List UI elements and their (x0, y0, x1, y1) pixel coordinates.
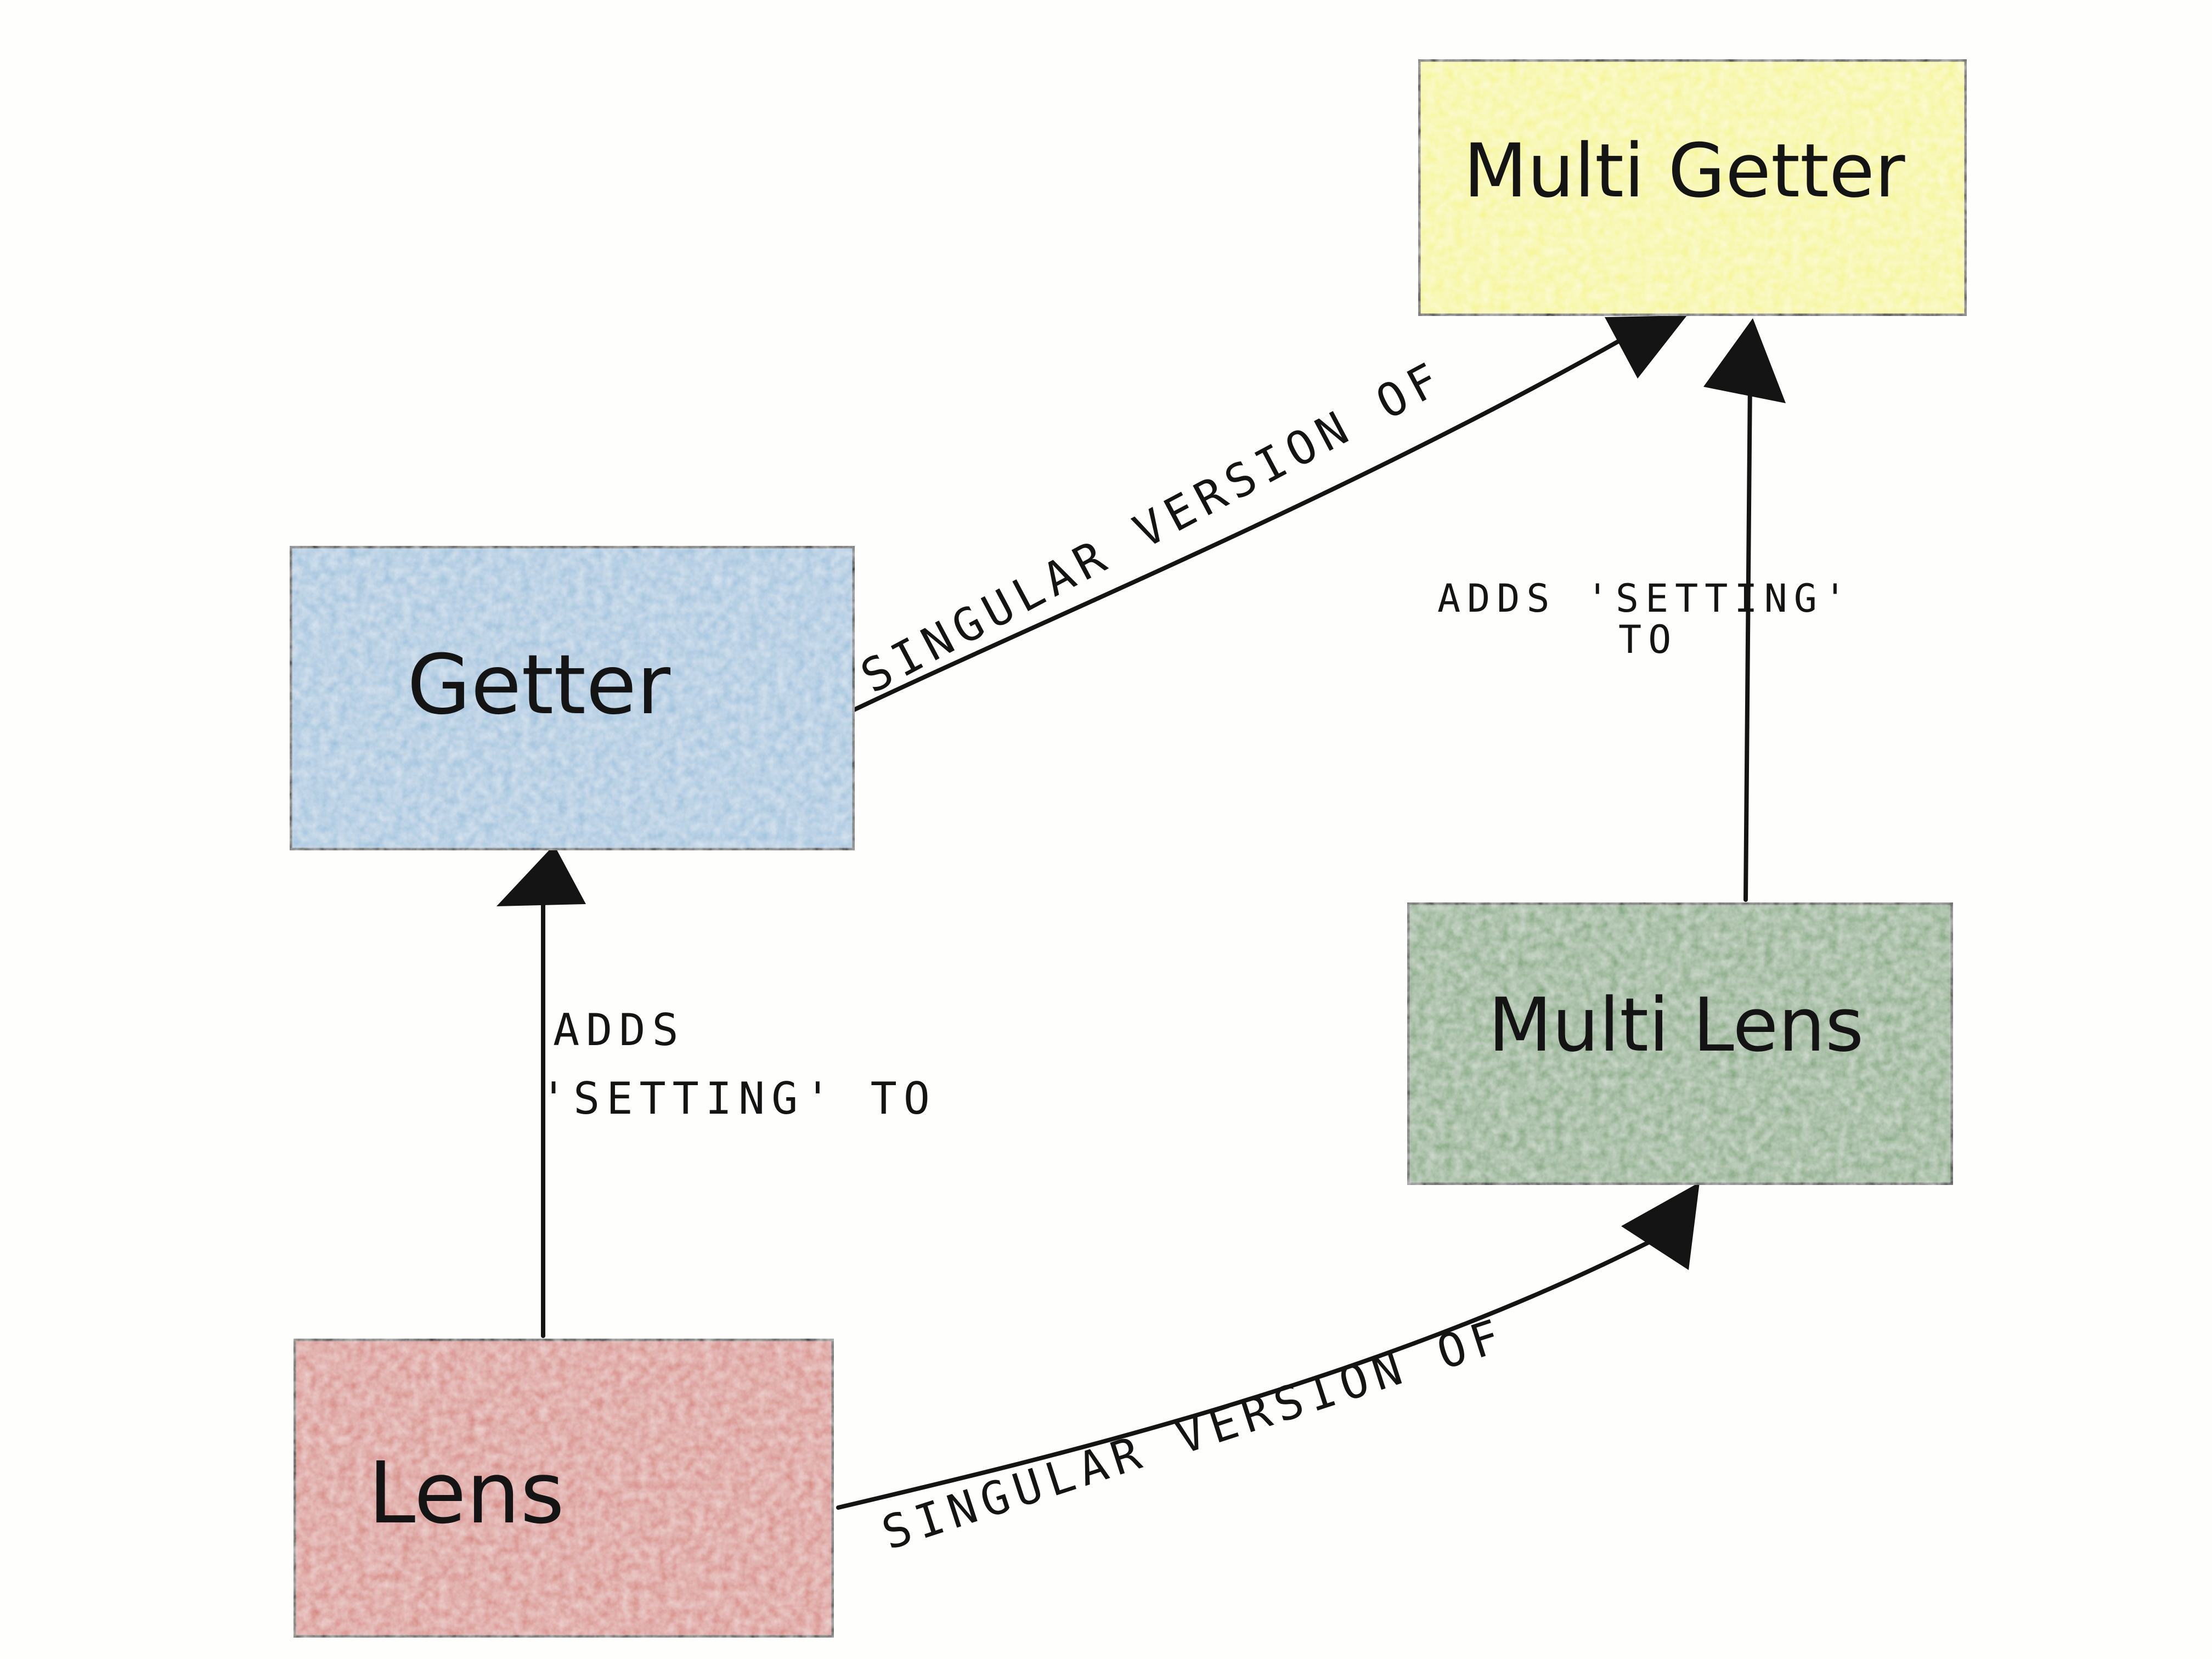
node-multi-lens-label: Multi Lens (1488, 982, 1864, 1068)
node-multi-lens: Multi Lens (1404, 900, 1956, 1188)
node-lens-box (291, 1336, 837, 1640)
edge-line-multi-lens-multi-getter (1743, 376, 1752, 902)
arrowhead-multi-getter-right (1703, 318, 1786, 403)
edge-line-lens-multi-lens (836, 1239, 1654, 1510)
arrowhead-multi-getter-left (1605, 315, 1687, 379)
edge-label-lens-multi-lens: SINGULAR VERSION OF (876, 1307, 1513, 1560)
node-multi-lens-box (1404, 900, 1956, 1188)
arrowhead-multi-lens (1621, 1182, 1700, 1270)
edge-getter-to-multi-getter (847, 315, 1687, 714)
edge-lens-to-getter (496, 845, 586, 1338)
node-multi-getter-label: Multi Getter (1464, 128, 1905, 214)
edge-label-lens-getter-line2: 'SETTING' TO (540, 1073, 936, 1124)
edge-label-getter-multi-getter: SINGULAR VERSION OF (852, 350, 1453, 704)
node-multi-getter: Multi Getter (1415, 57, 1970, 319)
edge-line-getter-multi-getter (847, 334, 1630, 714)
node-lens-label: Lens (368, 1443, 565, 1543)
arrowhead-getter (496, 845, 586, 906)
edge-label-multi-lens-multi-getter-line1: ADDS 'SETTING' (1437, 576, 1853, 621)
node-multi-getter-box (1415, 57, 1970, 319)
edge-label-multi-lens-multi-getter-line2: TO (1618, 617, 1678, 662)
node-lens: Lens (291, 1336, 837, 1640)
node-getter: Getter (287, 543, 857, 853)
edge-lens-to-multi-lens (836, 1182, 1700, 1510)
node-getter-label: Getter (407, 637, 670, 733)
edge-label-lens-getter-line1: ADDS (553, 1005, 685, 1056)
node-getter-box (287, 543, 857, 853)
edge-multi-lens-to-multi-getter (1703, 318, 1786, 902)
